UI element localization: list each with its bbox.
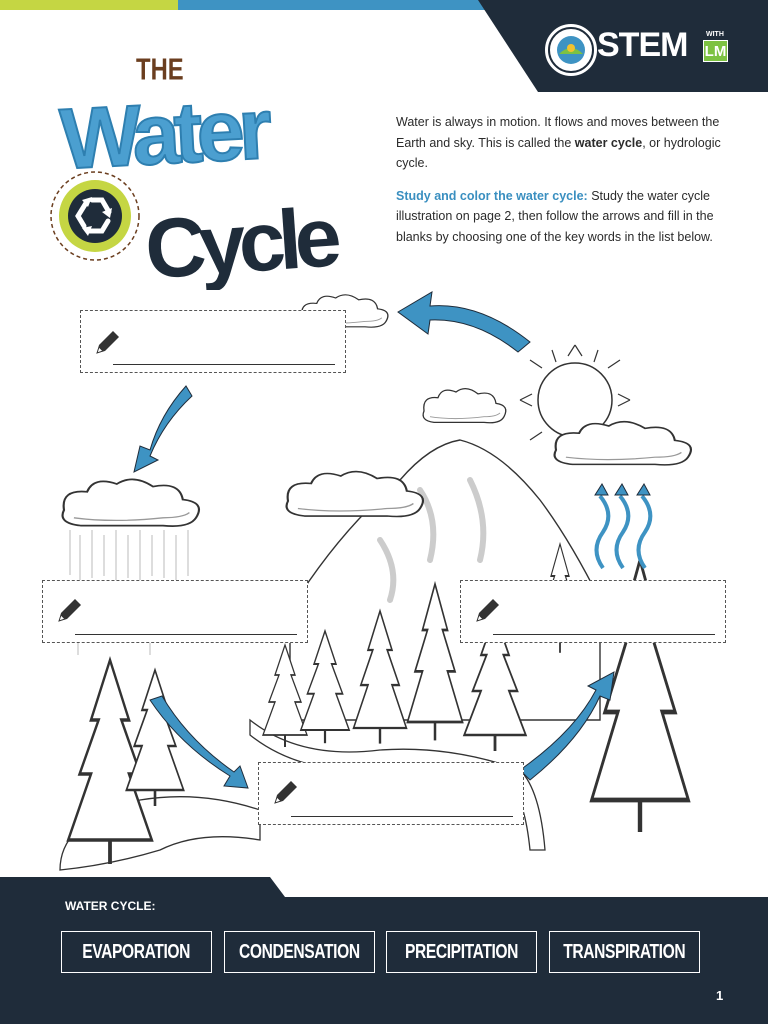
title-the: THE bbox=[136, 52, 184, 87]
answer-line bbox=[75, 634, 297, 635]
legacy-management-seal bbox=[545, 24, 597, 76]
page-number: 1 bbox=[716, 988, 724, 1003]
title-cycle: Cycle bbox=[142, 189, 342, 290]
answer-box-condensation[interactable] bbox=[80, 310, 346, 373]
header-tab bbox=[478, 0, 768, 92]
pencil-icon bbox=[96, 331, 119, 354]
answer-line bbox=[493, 634, 715, 635]
evaporation-wave-outlines bbox=[594, 483, 651, 496]
keyword-evaporation[interactable]: EVAPORATION bbox=[61, 931, 212, 973]
pencil-icon bbox=[58, 599, 81, 622]
intro-paragraph-2: Study and color the water cycle: Study t… bbox=[396, 188, 714, 244]
answer-line bbox=[113, 364, 335, 365]
top-accent-green bbox=[0, 0, 178, 10]
answer-box-precipitation[interactable] bbox=[42, 580, 308, 643]
recycle-icon bbox=[75, 197, 112, 236]
answer-box-evaporation[interactable] bbox=[460, 580, 726, 643]
keyword-precipitation[interactable]: PRECIPITATION bbox=[386, 931, 537, 973]
with-logo-text: WITH bbox=[706, 31, 724, 38]
title-graphic: THE Water Cycle bbox=[50, 52, 342, 290]
arrow-river-to-tree bbox=[519, 671, 615, 781]
pencil-icon bbox=[274, 781, 297, 804]
pencil-icon bbox=[476, 599, 499, 622]
cycle-arrows bbox=[133, 291, 615, 789]
keyword-list-label: WATER CYCLE: bbox=[65, 899, 156, 913]
answer-line bbox=[291, 816, 513, 817]
footer-band bbox=[0, 877, 768, 1024]
answer-box-transpiration[interactable] bbox=[258, 762, 524, 825]
keyword-condensation[interactable]: CONDENSATION bbox=[224, 931, 375, 973]
top-accent-blue bbox=[178, 0, 498, 10]
intro-paragraph-1: Water is always in motion. It flows and … bbox=[396, 115, 721, 170]
arrow-cloud-down bbox=[133, 385, 193, 473]
arrow-sun-to-cloud bbox=[397, 291, 531, 353]
water-cycle-illustration bbox=[59, 291, 768, 871]
keyword-transpiration[interactable]: TRANSPIRATION bbox=[549, 931, 700, 973]
intro-text: Water is always in motion. It flows and … bbox=[396, 112, 736, 259]
stem-logo-text: STEM bbox=[597, 26, 688, 64]
lm-logo-badge: LM bbox=[703, 40, 728, 62]
title-water: Water bbox=[58, 81, 274, 188]
arrow-rain-to-river bbox=[149, 695, 249, 789]
evaporation-waves bbox=[594, 494, 653, 570]
